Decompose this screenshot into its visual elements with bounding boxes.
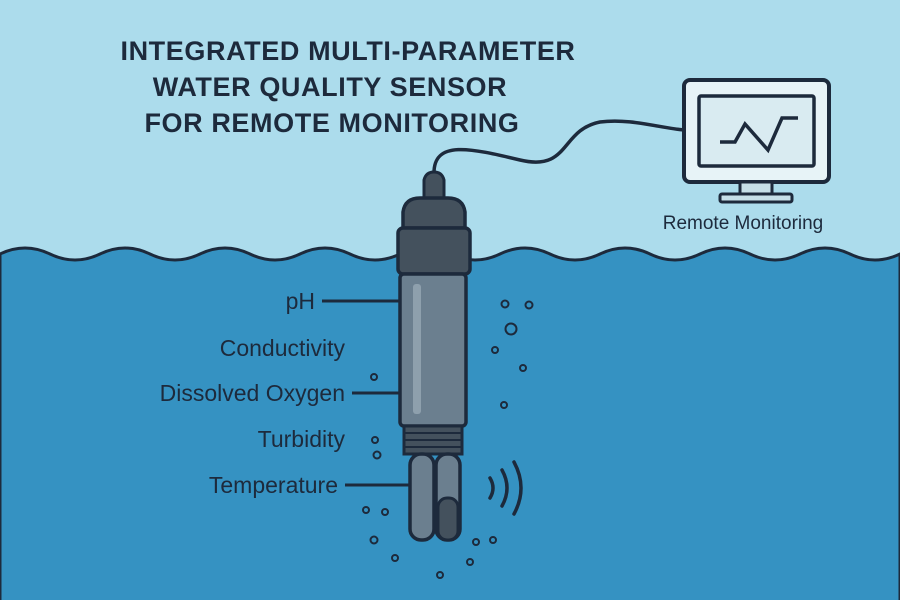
sensor-body-highlight: [413, 284, 421, 414]
signal-wave-1: [488, 476, 495, 500]
bubble-icon: [491, 346, 499, 354]
bubble-icon: [472, 538, 480, 546]
monitor-base: [718, 192, 794, 204]
bubbles: [362, 299, 534, 579]
bubble-icon: [371, 436, 379, 444]
bubble-icon: [436, 571, 444, 579]
monitor-screen: [697, 94, 816, 168]
bubble-icon: [372, 450, 382, 460]
signal-wave-2: [500, 468, 509, 508]
parameter-list: pH Conductivity Dissolved Oxygen Turbidi…: [160, 288, 410, 498]
monitor-icon: [682, 78, 831, 204]
parameter-label-temperature: Temperature: [209, 472, 338, 498]
sensor-collar: [396, 226, 472, 276]
bubble-icon: [519, 364, 527, 372]
bubble-icon: [369, 535, 379, 545]
bubble-icon: [504, 322, 518, 336]
parameter-label-conductivity: Conductivity: [220, 335, 346, 361]
monitor-graph-line: [720, 116, 798, 154]
sensor-electrode-left: [408, 452, 436, 542]
parameter-label-ph: pH: [286, 288, 315, 314]
signal-waves-icon: [488, 460, 523, 516]
title-line-3: FOR REMOTE MONITORING: [144, 108, 519, 138]
monitor-label: Remote Monitoring: [663, 213, 824, 234]
sensor-body: [398, 272, 468, 428]
parameter-label-turbidity: Turbidity: [258, 426, 346, 452]
parameter-label-dissolved-oxygen: Dissolved Oxygen: [160, 380, 345, 406]
sensor-electrode-tip: [436, 496, 460, 542]
title-line-1: INTEGRATED MULTI-PARAMETER: [120, 36, 575, 66]
bubble-icon: [489, 536, 497, 544]
bubble-icon: [391, 554, 399, 562]
sensor-probe-icon: [396, 170, 472, 542]
bubble-icon: [381, 508, 389, 516]
sensor-cable: [432, 119, 685, 174]
diagram-title: INTEGRATED MULTI-PARAMETER WATER QUALITY…: [120, 36, 575, 138]
sensor-upper-cap: [401, 196, 467, 230]
bubble-icon: [370, 373, 378, 381]
bubble-icon: [500, 299, 510, 309]
bubble-icon: [466, 558, 474, 566]
signal-wave-3: [512, 460, 523, 516]
bubble-icon: [524, 300, 534, 310]
sensor-connector: [422, 170, 446, 202]
bubble-icon: [500, 401, 508, 409]
bubble-icon: [362, 506, 370, 514]
monitor-neck: [738, 180, 774, 196]
title-line-2: WATER QUALITY SENSOR: [153, 72, 508, 102]
